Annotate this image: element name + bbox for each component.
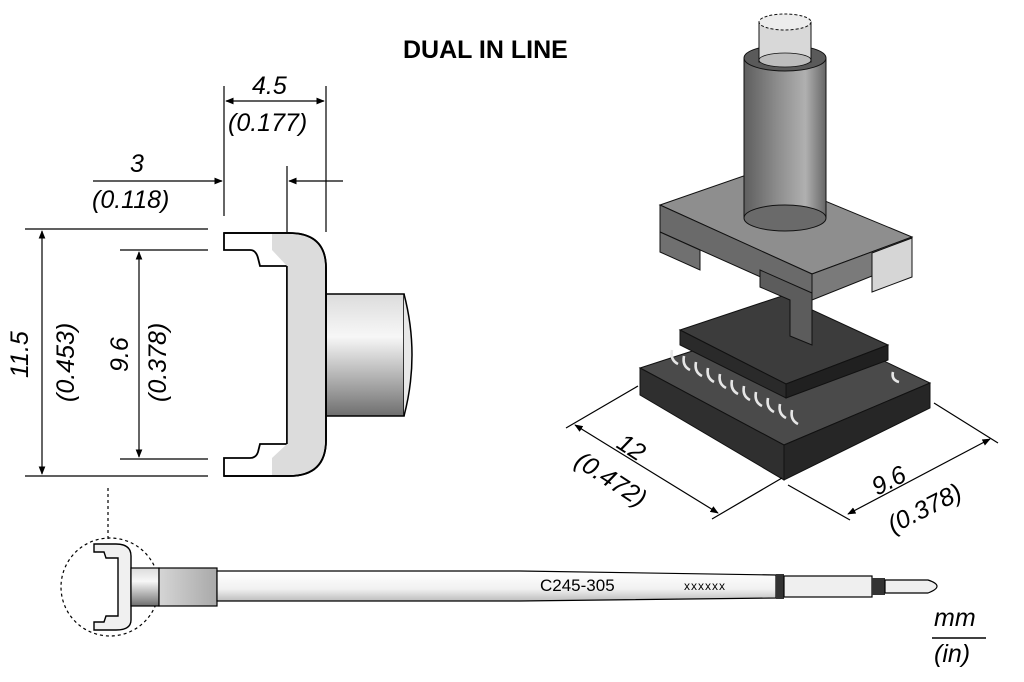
tip-cylinder-base bbox=[743, 204, 827, 232]
tip-width-in: (0.177) bbox=[228, 109, 308, 137]
iso-dimension-lines bbox=[565, 385, 999, 521]
shaft-end bbox=[884, 579, 938, 594]
tip-hood-left-leg bbox=[659, 231, 701, 271]
tip-profile-view bbox=[223, 232, 413, 477]
outer-length-mm: 11.5 bbox=[6, 331, 34, 378]
ic-body-side bbox=[785, 344, 889, 399]
model-code: C245-305 bbox=[540, 576, 615, 595]
unit-secondary: (in) bbox=[934, 640, 971, 668]
slot-width-in: (0.118) bbox=[92, 186, 170, 214]
tip-shank-end bbox=[403, 293, 413, 417]
shaft-collar bbox=[783, 575, 873, 598]
tip-shank-body bbox=[325, 293, 405, 417]
iso-view bbox=[638, 13, 932, 481]
inner-length-mm: 9.6 bbox=[106, 337, 134, 372]
chip-base-right bbox=[783, 382, 931, 481]
unit-primary: mm bbox=[934, 604, 976, 632]
tip-profile-shade bbox=[272, 234, 325, 475]
drawing-title: DUAL IN LINE bbox=[403, 36, 568, 64]
tip-cylinder-inner-top bbox=[758, 13, 812, 31]
inner-length-in: (0.378) bbox=[144, 322, 172, 402]
slot-width-mm: 3 bbox=[130, 150, 144, 178]
shaft-collar-ring bbox=[776, 574, 784, 599]
ic-pins bbox=[670, 349, 900, 426]
mini-shank bbox=[130, 567, 160, 607]
tip-cylinder-outer bbox=[743, 57, 827, 219]
shaft-collar-ring-2 bbox=[872, 578, 885, 595]
serial-mark: xxxxxx bbox=[684, 579, 726, 593]
mini-cup bbox=[158, 567, 218, 607]
mini-c-head bbox=[93, 543, 132, 631]
profile-dimension-lines bbox=[25, 86, 343, 540]
tip-hood-slot bbox=[871, 237, 913, 293]
full-tip-view bbox=[60, 537, 938, 637]
tip-width-mm: 4.5 bbox=[252, 72, 287, 100]
outer-length-in: (0.453) bbox=[52, 322, 80, 402]
